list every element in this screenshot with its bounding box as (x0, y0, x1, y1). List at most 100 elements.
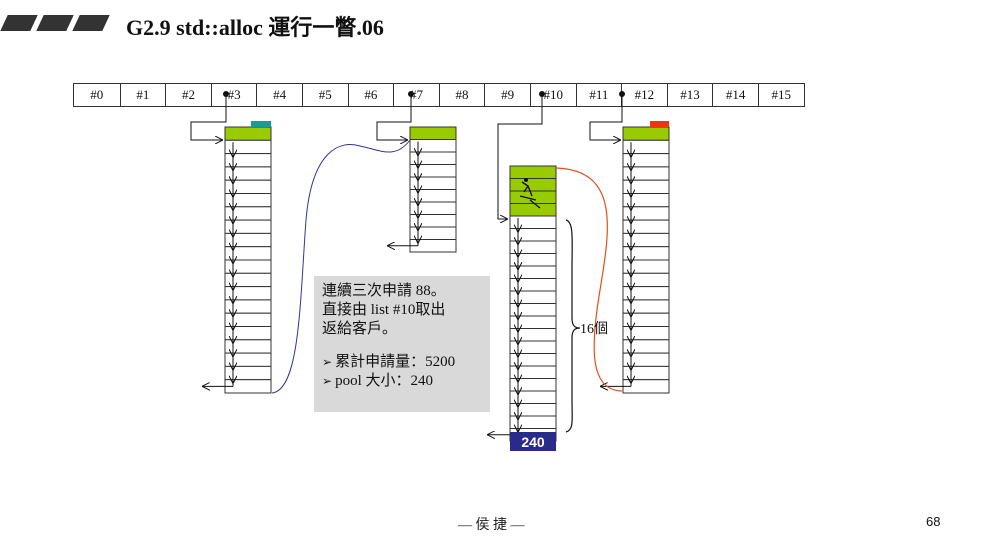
note-bullet-pool: pool 大小：240 (322, 372, 482, 391)
pointer-3 (190, 94, 227, 140)
list7-free-chunk (409, 176, 457, 190)
list10-allocated-chunk (509, 178, 557, 192)
list10-free-chunk (509, 228, 557, 242)
list12-free-chunk (622, 352, 670, 367)
footer-author: — 侯 捷 — (458, 518, 525, 533)
free-list-slot: #8 (438, 84, 485, 106)
note-box: 連續三次申請 88。 直接由 list #10取出 返給客戶。 累計申請量：52… (314, 276, 490, 412)
pointer-10 (497, 94, 543, 219)
list12-free-chunk (622, 365, 670, 381)
list12-free-chunk (622, 193, 670, 208)
list12-free-chunk (622, 232, 670, 248)
list12-free-chunk (622, 179, 670, 194)
brace (565, 219, 581, 433)
note-bullet-total: 累計申請量：5200 (322, 353, 482, 372)
free-list-slot: #3 (210, 84, 257, 106)
list3-free-chunk (224, 219, 272, 234)
note-line-2: 直接由 list #10取出 (322, 302, 446, 318)
list10-allocated-chunk (509, 165, 557, 179)
free-list-slot: #10 (529, 84, 576, 106)
doodle-figure (519, 181, 541, 209)
free-list-slot: #11 (575, 84, 622, 106)
list10-free-chunk (509, 378, 557, 392)
list3-free-chunk (224, 246, 272, 261)
free-list-slot: #15 (757, 84, 804, 106)
list12-free-chunk (622, 139, 670, 155)
list3-free-chunk (224, 193, 272, 208)
free-list-slot: #2 (165, 84, 211, 106)
list7-free-chunk (409, 226, 457, 240)
list10-free-chunk (509, 340, 557, 354)
list7-free-chunk (409, 164, 457, 178)
free-list-slot: #1 (119, 84, 166, 106)
list7-allocated-chunk (409, 126, 457, 140)
list10-free-chunk (509, 353, 557, 367)
list3-free-chunk (224, 232, 272, 248)
list10-free-chunk (509, 253, 557, 267)
list12-free-chunk (622, 272, 670, 288)
link-curve-blue (271, 139, 411, 394)
slide-title: G2.9 std::alloc 運行一瞥.06 (126, 15, 384, 40)
list12-free-chunk (622, 166, 670, 181)
page-number: 68 (926, 514, 941, 529)
free-list-slot: #0 (90, 87, 104, 102)
list3-free-chunk (224, 153, 272, 168)
list10-free-chunk (509, 390, 557, 404)
list12-free-chunk (622, 206, 670, 221)
list12-free-chunk (622, 219, 670, 234)
list7-free-chunk (409, 201, 457, 215)
list10-free-chunk (509, 328, 557, 342)
list3-free-chunk (224, 272, 272, 288)
list7-free-chunk (409, 151, 457, 165)
note-line-1: 連續三次申請 88。 (322, 283, 446, 299)
doodle-head (524, 178, 528, 182)
list3-free-chunk (224, 312, 272, 328)
list3-free-chunk (224, 179, 272, 194)
list3-free-chunk (224, 286, 272, 301)
list3-free-chunk (224, 206, 272, 221)
list12-free-chunk (622, 153, 670, 168)
list10-free-chunk (509, 278, 557, 292)
free-list-slot: #5 (301, 84, 348, 106)
pointer-11 (589, 94, 623, 140)
pool-size-label: 240 (510, 432, 556, 451)
list10-free-chunk (509, 415, 557, 429)
list10-free-chunk (509, 403, 557, 417)
free-list-slot: #4 (256, 84, 302, 106)
list12-free-chunk (622, 246, 670, 261)
list3-free-chunk (224, 365, 272, 381)
brace-count-label: 16個 (580, 322, 608, 337)
note-line-3: 返給客戶。 (322, 321, 398, 337)
list12-free-chunk (622, 326, 670, 341)
list12-allocated-chunk (622, 126, 670, 141)
list7-free-chunk (409, 139, 457, 153)
list3-allocated-chunk (224, 126, 272, 141)
list12-marker (650, 121, 669, 127)
pointer-7 (376, 94, 412, 140)
list12-free-chunk (622, 259, 670, 274)
list12-free-chunk (622, 339, 670, 354)
list3-free-chunk (224, 259, 272, 274)
list10-free-chunk (509, 215, 557, 229)
free-list-slot: #6 (347, 84, 394, 106)
list12-free-chunk (622, 286, 670, 301)
list7-free-chunk (409, 214, 457, 228)
list10-free-chunk (509, 240, 557, 254)
list3-free-chunk (224, 339, 272, 354)
list12-free-chunk (622, 312, 670, 328)
list3-marker (251, 121, 271, 127)
free-list-slot: #14 (712, 84, 758, 106)
free-list-array: #0#1#2#3#4#5#6#7#8#9#10#11#12#13#14#15 (73, 83, 805, 107)
list10-allocated-chunk (509, 203, 557, 217)
list10-free-chunk (509, 365, 557, 379)
free-list-slot: #13 (666, 84, 713, 106)
free-list-slot: #7 (393, 84, 439, 106)
list10-free-chunk (509, 265, 557, 279)
link-curve-orange (555, 167, 623, 392)
list12-free-chunk (622, 299, 670, 314)
list10-free-chunk (509, 315, 557, 329)
list7-free-chunk (409, 189, 457, 203)
list3-free-chunk (224, 139, 272, 155)
free-list-slot: #9 (484, 84, 530, 106)
list10-free-chunk (509, 303, 557, 317)
